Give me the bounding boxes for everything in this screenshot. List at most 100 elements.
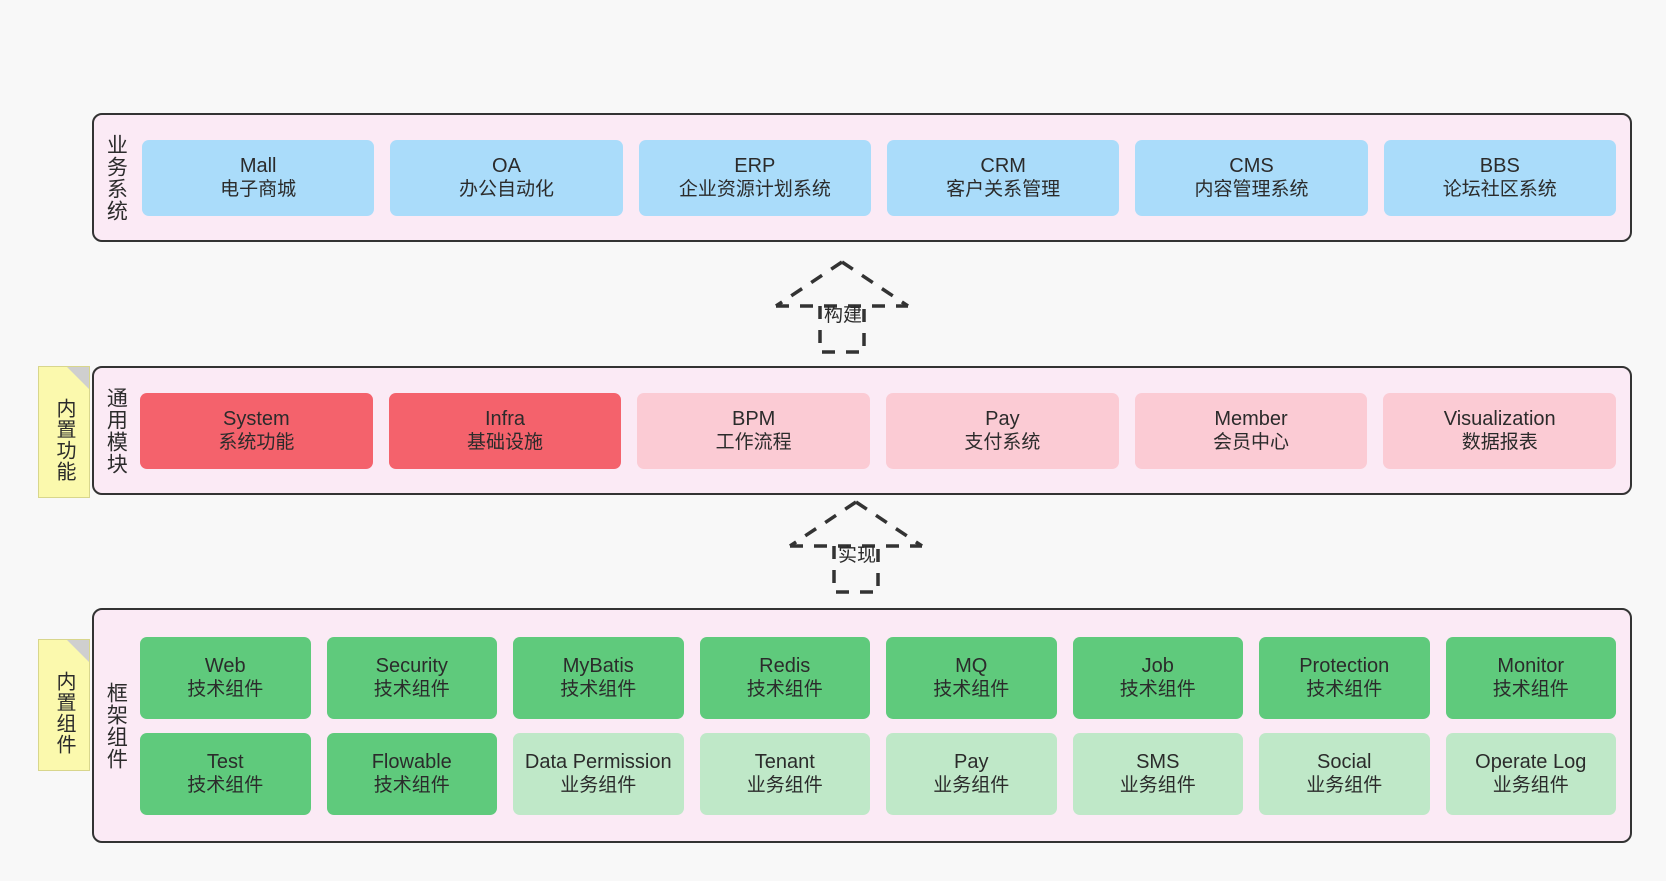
component-desc: 业务组件 [933, 775, 1010, 797]
component-desc: 业务组件 [746, 775, 823, 797]
component-name: Redis [759, 654, 811, 677]
component-desc: 技术组件 [1492, 679, 1569, 701]
component-card-job[interactable]: Job 技术组件 [1072, 636, 1243, 719]
connector-label-implement: 实现 [838, 545, 877, 566]
layer-common-module[interactable]: 通用模块 System 系统功能 Infra 基础设施 BPM 工作流程 Pay… [92, 366, 1632, 495]
module-desc: 基础设施 [467, 432, 544, 454]
module-card-bbs[interactable]: BBS 论坛社区系统 [1383, 139, 1616, 216]
component-name: Monitor [1497, 654, 1565, 677]
component-card-pay[interactable]: Pay 业务组件 [886, 732, 1057, 815]
layer-title-framework: 框架组件 [104, 681, 128, 770]
module-desc: 会员中心 [1213, 432, 1290, 454]
component-desc: 业务组件 [560, 775, 637, 797]
connector-build-arrow: 构建 [762, 258, 922, 358]
component-card-tenant[interactable]: Tenant 业务组件 [699, 732, 870, 815]
module-name: OA [492, 154, 521, 177]
layer-body-common: System 系统功能 Infra 基础设施 BPM 工作流程 Pay 支付系统… [136, 368, 1630, 493]
module-name: Visualization [1443, 407, 1556, 430]
module-desc: 论坛社区系统 [1442, 179, 1557, 201]
layer-framework-component[interactable]: 框架组件 Web 技术组件 Security 技术组件 MyBatis 技术组件… [92, 608, 1632, 843]
component-desc: 业务组件 [1306, 775, 1383, 797]
layer-row: Mall 电子商城 OA 办公自动化 ERP 企业资源计划系统 CRM 客户关系… [142, 139, 1616, 216]
note-text: 内置功能 [53, 398, 75, 482]
connector-implement-arrow: 实现 [776, 498, 936, 598]
component-name: MQ [955, 654, 988, 677]
module-card-crm[interactable]: CRM 客户关系管理 [886, 139, 1120, 216]
module-desc: 电子商城 [220, 179, 297, 201]
module-desc: 工作流程 [715, 432, 792, 454]
module-card-pay[interactable]: Pay 支付系统 [886, 392, 1119, 469]
note-text: 内置组件 [53, 671, 75, 755]
component-card-operate-log[interactable]: Operate Log 业务组件 [1445, 732, 1616, 815]
component-desc: 技术组件 [560, 679, 637, 701]
component-card-redis[interactable]: Redis 技术组件 [699, 636, 870, 719]
module-desc: 数据报表 [1461, 432, 1538, 454]
component-card-protection[interactable]: Protection 技术组件 [1259, 636, 1430, 719]
component-desc: 技术组件 [187, 775, 264, 797]
layer-row: System 系统功能 Infra 基础设施 BPM 工作流程 Pay 支付系统… [140, 392, 1617, 469]
module-name: Pay [985, 407, 1020, 430]
component-desc: 技术组件 [746, 679, 823, 701]
component-name: Data Permission [524, 750, 672, 773]
module-name: Member [1214, 407, 1288, 430]
module-card-system[interactable]: System 系统功能 [140, 392, 373, 469]
module-card-bpm[interactable]: BPM 工作流程 [637, 392, 871, 469]
module-card-cms[interactable]: CMS 内容管理系统 [1135, 139, 1368, 216]
component-desc: 业务组件 [1119, 775, 1196, 797]
connector-label-build: 构建 [824, 305, 863, 326]
note-builtin-function: 内置功能 [38, 366, 90, 498]
component-desc: 技术组件 [187, 679, 264, 701]
component-name: Protection [1299, 654, 1390, 677]
module-card-infra[interactable]: Infra 基础设施 [388, 392, 622, 469]
module-name: BPM [732, 407, 776, 430]
component-desc: 技术组件 [373, 679, 450, 701]
module-desc: 客户关系管理 [946, 179, 1061, 201]
note-builtin-component: 内置组件 [38, 639, 90, 771]
module-card-visualization[interactable]: Visualization 数据报表 [1383, 392, 1617, 469]
component-name: Operate Log [1475, 750, 1587, 773]
layer-title-business: 业务系统 [104, 133, 128, 222]
layer-body-business: Mall 电子商城 OA 办公自动化 ERP 企业资源计划系统 CRM 客户关系… [136, 115, 1630, 240]
module-desc: 内容管理系统 [1194, 179, 1309, 201]
component-name: Pay [954, 750, 989, 773]
component-desc: 技术组件 [373, 775, 450, 797]
module-card-mall[interactable]: Mall 电子商城 [142, 139, 375, 216]
layer-row: Test 技术组件 Flowable 技术组件 Data Permission … [140, 732, 1616, 815]
module-name: Infra [484, 407, 526, 430]
layer-title-common: 通用模块 [104, 386, 128, 475]
component-card-sms[interactable]: SMS 业务组件 [1072, 732, 1243, 815]
component-card-monitor[interactable]: Monitor 技术组件 [1445, 636, 1616, 719]
module-desc: 办公自动化 [458, 179, 554, 201]
module-card-erp[interactable]: ERP 企业资源计划系统 [638, 139, 871, 216]
module-name: BBS [1479, 154, 1520, 177]
module-card-oa[interactable]: OA 办公自动化 [390, 139, 623, 216]
layer-row: Web 技术组件 Security 技术组件 MyBatis 技术组件 Redi… [140, 636, 1616, 719]
module-desc: 企业资源计划系统 [678, 179, 831, 201]
component-desc: 技术组件 [1306, 679, 1383, 701]
component-card-test[interactable]: Test 技术组件 [140, 732, 311, 815]
module-name: CRM [980, 154, 1026, 177]
component-card-social[interactable]: Social 业务组件 [1259, 732, 1430, 815]
component-card-mq[interactable]: MQ 技术组件 [886, 636, 1057, 719]
component-name: Test [206, 750, 244, 773]
module-card-member[interactable]: Member 会员中心 [1134, 392, 1368, 469]
component-card-web[interactable]: Web 技术组件 [140, 636, 311, 719]
component-desc: 业务组件 [1492, 775, 1569, 797]
module-desc: 系统功能 [218, 432, 295, 454]
component-card-flowable[interactable]: Flowable 技术组件 [326, 732, 497, 815]
component-name: MyBatis [562, 654, 634, 677]
component-card-data-permission[interactable]: Data Permission 业务组件 [513, 732, 684, 815]
component-name: Tenant [754, 750, 815, 773]
module-name: Mall [239, 154, 277, 177]
module-name: CMS [1229, 154, 1274, 177]
layer-business-system[interactable]: 业务系统 Mall 电子商城 OA 办公自动化 ERP 企业资源计划系统 CRM… [92, 113, 1632, 242]
component-card-mybatis[interactable]: MyBatis 技术组件 [513, 636, 684, 719]
component-card-security[interactable]: Security 技术组件 [326, 636, 497, 719]
module-name: ERP [734, 154, 776, 177]
layer-body-framework: Web 技术组件 Security 技术组件 MyBatis 技术组件 Redi… [136, 610, 1630, 841]
module-name: System [222, 407, 290, 430]
component-name: Job [1141, 654, 1174, 677]
component-name: Web [204, 654, 246, 677]
module-desc: 支付系统 [964, 432, 1041, 454]
